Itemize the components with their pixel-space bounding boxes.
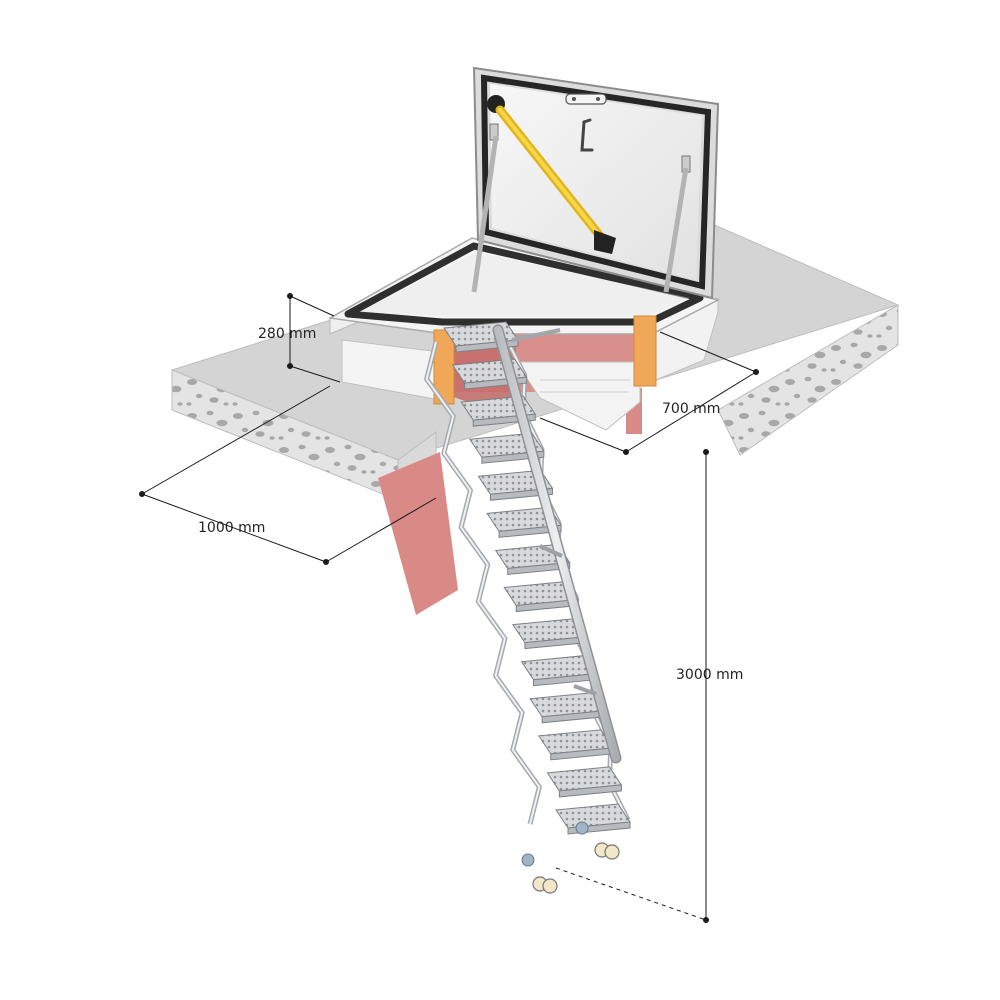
hatch-lid (471, 66, 720, 300)
lock-plate (565, 93, 607, 105)
lid-support-arm-right (663, 167, 689, 293)
dimension-1000-label: 1000 mm (198, 520, 265, 536)
orange-block-right (633, 315, 657, 387)
frame-gasket (344, 242, 704, 326)
dimension-3000-label: 3000 mm (676, 667, 743, 683)
frame-top-rim (327, 237, 721, 335)
ladder-icon (424, 321, 631, 894)
shaft-front-panel (378, 452, 458, 615)
dimension-700-label: 700 mm (662, 401, 720, 417)
dimension-lines (139, 293, 759, 923)
foot-pad (575, 821, 589, 835)
lid-support-arm-left (471, 135, 499, 293)
wheel-icon (542, 878, 558, 894)
foot-pad (521, 853, 535, 867)
wheel-icon (604, 844, 620, 860)
dimension-280-label: 280 mm (258, 326, 316, 342)
gas-strut-icon (487, 95, 616, 254)
frame-opening (360, 252, 690, 316)
handrail-icon (492, 324, 622, 764)
lid-gasket (480, 74, 712, 290)
slab-right-face (717, 304, 899, 456)
lid-panel (490, 84, 702, 280)
dimension-3000 (555, 449, 709, 923)
dimension-280 (287, 293, 341, 383)
inner-liner (515, 361, 641, 431)
handle-icon (580, 118, 594, 152)
dimension-700 (539, 331, 759, 455)
dimension-1000 (139, 385, 437, 565)
